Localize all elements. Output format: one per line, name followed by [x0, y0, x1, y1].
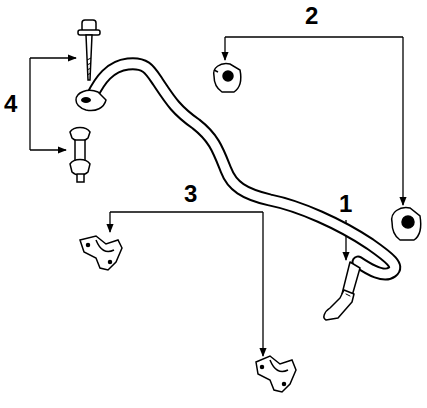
leader-lines: [30, 37, 403, 356]
link-spacer: [70, 128, 90, 183]
bushing: [392, 208, 421, 240]
callout-number: 1: [339, 192, 352, 216]
stabilizer-bar: [76, 64, 395, 320]
bushing: [214, 64, 241, 92]
callout-number: 3: [184, 182, 197, 206]
callout-number: 2: [305, 4, 318, 28]
callout-number: 4: [4, 92, 17, 116]
link-bolt: [78, 20, 100, 80]
bushing-bracket: [80, 236, 122, 270]
bushing-bracket: [256, 356, 296, 392]
